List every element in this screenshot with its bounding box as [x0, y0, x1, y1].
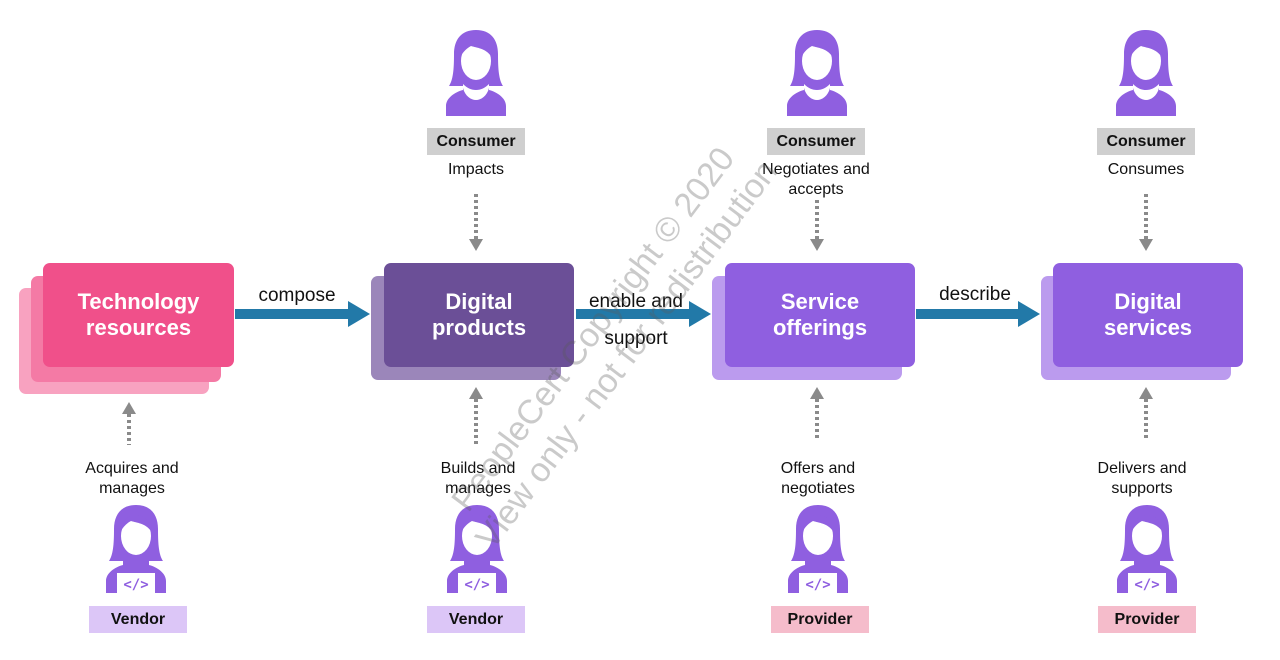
digital-services-label: Digital services: [1103, 289, 1193, 340]
digital-products-label: Digital products: [431, 289, 527, 340]
digital-services-node: Digital services: [1053, 263, 1243, 367]
dotted-arrow-offerings-consumer: [810, 200, 824, 251]
consumer-action-services: Consumes: [1107, 161, 1185, 178]
dotted-arrow-services-consumer: [1139, 194, 1153, 251]
service-offerings-label: Service offerings: [772, 289, 868, 340]
dotted-arrow-offerings-provider: [810, 387, 824, 440]
svg-text:</>: </>: [1134, 577, 1159, 593]
developer-person-icon: </>: [788, 505, 848, 593]
flow-arrow-compose: [235, 301, 370, 327]
vendor-tag-technology: Vendor: [89, 606, 187, 633]
flow-arrow-describe: [916, 301, 1040, 327]
dotted-arrow-products-consumer: [469, 194, 483, 251]
developer-person-icon: </>: [447, 505, 507, 593]
svg-text:</>: </>: [123, 577, 148, 593]
consumer-tag-services: Consumer: [1097, 128, 1195, 155]
technology-resources-node: Technology resources: [43, 263, 234, 367]
consumer-tag-products: Consumer: [427, 128, 525, 155]
dotted-arrow-products-vendor: [469, 387, 483, 445]
developer-person-icon: </>: [106, 505, 166, 593]
consumer-action-offerings: Negotiates and accepts: [762, 161, 870, 198]
supplier-action-technology: Acquires and manages: [85, 460, 179, 497]
provider-tag-offerings: Provider: [771, 606, 869, 633]
developer-person-icon: </>: [1117, 505, 1177, 593]
flow-label-describe: describe: [939, 284, 1011, 305]
svg-text:</>: </>: [805, 577, 830, 593]
consumer-action-products: Impacts: [447, 161, 504, 178]
consumer-person-icon: [446, 30, 506, 116]
supplier-action-offerings: Offers and negotiates: [780, 460, 856, 497]
consumer-person-icon: [787, 30, 847, 116]
supplier-action-products: Builds and manages: [440, 460, 516, 497]
flow-label-enable: enable and support: [588, 291, 684, 349]
technology-resources-label: Technology resources: [77, 289, 200, 340]
dotted-arrow-services-provider: [1139, 387, 1153, 440]
digital-products-node: Digital products: [384, 263, 574, 367]
svg-text:</>: </>: [464, 577, 489, 593]
dotted-arrow-technology-vendor: [122, 402, 136, 445]
vendor-tag-products: Vendor: [427, 606, 525, 633]
service-offerings-node: Service offerings: [725, 263, 915, 367]
consumer-tag-offerings: Consumer: [767, 128, 865, 155]
consumer-person-icon: [1116, 30, 1176, 116]
provider-tag-services: Provider: [1098, 606, 1196, 633]
flow-label-compose: compose: [258, 285, 336, 306]
flow-arrow-enable: [576, 301, 711, 327]
supplier-action-services: Delivers and supports: [1097, 460, 1187, 497]
